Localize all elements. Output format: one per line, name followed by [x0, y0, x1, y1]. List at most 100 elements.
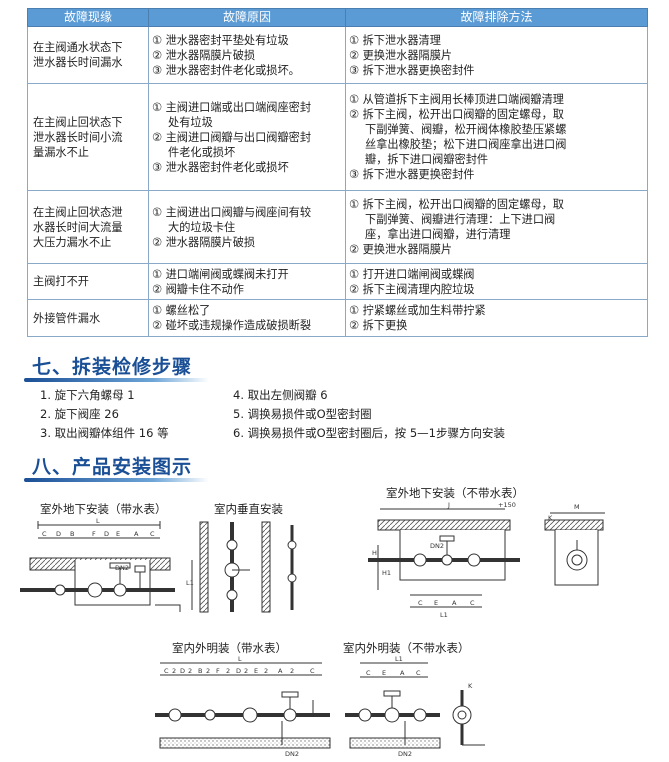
dim-dn2: DN2: [398, 750, 412, 758]
dim-row: D: [236, 667, 241, 675]
dim-b: B: [70, 530, 74, 538]
dim-h1: H1: [382, 569, 391, 577]
diagram-caption-outdoor-no-meter: 室外地下安装（不带水表）: [386, 486, 524, 500]
symptom-cell: 在主阀通水状态下 泄水器长时间漏水: [27, 26, 149, 84]
cause-text: ② 碰坏或违规操作造成破损断裂: [152, 319, 312, 332]
dim-k: K: [548, 514, 553, 522]
step-item: 4. 取出左侧阀瓣 6: [233, 388, 328, 402]
header-symptom: 故障现缘: [27, 8, 149, 27]
diagram-exposed-meter-labels: L C 2 D 2 B 2 F 2 D 2 E 2 A 2 C DN2: [164, 655, 315, 758]
dim-a: A: [452, 599, 457, 607]
table-row: 在主阀通水状态下 泄水器长时间漏水 ① 泄水器密封平垫处有垃圾 ② 泄水器隔膜片…: [27, 26, 648, 84]
diagram-exposed-no-meter-labels: L1 C E A C DN2 K: [366, 655, 473, 758]
dim-e: E: [116, 530, 120, 538]
symptom-cell: 外接管件漏水: [27, 299, 149, 337]
fix-text: ② 更换泄水器隔膜片: [349, 48, 453, 62]
fix-text: ② 拆下主阀，松开出口阀瓣的固定螺母，取: [349, 108, 564, 121]
dim-l1: L1: [440, 611, 448, 619]
table-row: 主阀打不开 ① 进口端闸阀或蝶阀未打开 ② 阀瓣卡住不动作 ① 打开进口端闸阀或…: [27, 263, 648, 300]
dim-row: 2: [172, 667, 176, 675]
dim-c2: C: [150, 530, 155, 538]
dim-l: L: [238, 655, 242, 663]
dim-row: 2: [226, 667, 230, 675]
fix-cell: ① 打开进口端闸阀或蝶阀 ② 拆下主阀清理内腔垃圾: [345, 263, 648, 300]
section7-underline: [24, 378, 209, 382]
diagram-caption-indoor-vertical: 室内垂直安装: [214, 502, 283, 516]
cause-text: ② 泄水器隔膜片破损: [152, 235, 256, 249]
symptom-text: 大压力漏水不止: [33, 235, 112, 249]
dim-c2: C: [470, 599, 475, 607]
dim-k: K: [468, 682, 473, 690]
step-item: 6. 调换易损件或O型密封圈后，按 5—1步骤方向安装: [233, 426, 505, 440]
fix-text: ② 拆下主阀清理内腔垃圾: [349, 282, 475, 296]
fix-text: ③ 拆下泄水器更换密封件: [349, 168, 475, 181]
dim-l: L: [96, 517, 100, 525]
step-item: 3. 取出阀瓣体组件 16 等: [40, 426, 169, 440]
diagram-indoor-vertical-labels: L1: [186, 579, 194, 587]
cause-text: ③ 泄水器密封件老化或损坏。: [152, 63, 300, 77]
symptom-text: 在主阀止回状态下: [33, 115, 123, 129]
cause-text: ② 阀瓣卡住不动作: [152, 282, 244, 296]
fix-text: ① 打开进口端闸阀或蝶阀: [349, 267, 475, 281]
symptom-text: 泄水器长时间小流: [33, 130, 123, 144]
fix-cell: ① 拆下泄水器清理 ② 更换泄水器隔膜片 ③ 拆下泄水器更换密封件: [345, 26, 648, 84]
dim-row: D: [180, 667, 185, 675]
diagram-outdoor-no-meter-labels: J +150 H H1 DN2 C E A C L1 M K: [372, 501, 580, 619]
dim-dn2: DN2: [285, 750, 299, 758]
dim-row: E: [382, 669, 386, 677]
section8-underline: [24, 478, 209, 482]
symptom-text: 水器长时间大流量: [33, 220, 123, 234]
symptom-cell: 在主阀止回状态泄 水器长时间大流量 大压力漏水不止: [27, 190, 149, 264]
cause-cell: ① 泄水器密封平垫处有垃圾 ② 泄水器隔膜片破损 ③ 泄水器密封件老化或损坏。: [148, 26, 346, 84]
steps-right: 4. 取出左侧阀瓣 6 5. 调换易损件或O型密封圈 6. 调换易损件或O型密封…: [233, 386, 505, 443]
dim-e: E: [434, 599, 438, 607]
dim-row: B: [198, 667, 202, 675]
cause-text: ③ 泄水器密封件老化或损坏: [152, 160, 289, 174]
section8-title: 八、产品安装图示: [32, 455, 193, 478]
symptom-text: 泄水器长时间漏水: [33, 56, 123, 69]
header-cause: 故障原因: [148, 8, 346, 27]
fix-cell: ① 拧紧螺丝或加生料带拧紧 ② 拆下更换: [345, 299, 648, 337]
fault-table-header: 故障现缘 故障原因 故障排除方法: [27, 8, 648, 27]
dim-row: 2: [264, 667, 268, 675]
fix-cell: ① 从管道拆下主阀用长棒顶进口端阀瓣清理 ② 拆下主阀，松开出口阀瓣的固定螺母，…: [345, 83, 648, 191]
diagram-caption-outdoor-meter: 室外地下安装（带水表）: [40, 502, 167, 516]
table-row: 在主阀止回状态下 泄水器长时间小流 量漏水不止 ① 主阀进口端或出口端阀座密封 …: [27, 83, 648, 191]
diagram-outdoor-no-meter: [368, 508, 605, 608]
cause-text: ① 螺丝松了: [152, 304, 211, 317]
dim-j: J: [447, 501, 450, 509]
cause-text: ① 主阀进出口阀瓣与阀座间有较: [152, 205, 312, 219]
step-item: 2. 旋下阀座 26: [40, 407, 119, 421]
fix-text: 下副弹簧、阀瓣进行清理：上下进口阀: [365, 213, 556, 226]
diagram-caption-exposed-meter: 室内外明装（带水表）: [172, 641, 287, 655]
diagram-exposed-meter: [155, 662, 331, 749]
dim-d2: D: [104, 530, 109, 538]
dim-h: H: [372, 549, 377, 557]
symptom-text: 主阀打不开: [33, 275, 89, 288]
diagram-exposed-no-meter: [345, 662, 485, 749]
fix-cell: ① 拆下主阀，松开出口阀瓣的固定螺母，取 下副弹簧、阀瓣进行清理：上下进口阀 座…: [345, 190, 648, 264]
dim-row: 2: [244, 667, 248, 675]
fix-text: ② 拆下更换: [349, 319, 408, 332]
dim-row: 2: [206, 667, 210, 675]
fix-text: ① 从管道拆下主阀用长棒顶进口端阀瓣清理: [349, 93, 564, 106]
dim-m: M: [574, 503, 580, 511]
dim-dn2: DN2: [430, 542, 444, 550]
cause-cell: ① 螺丝松了 ② 碰坏或违规操作造成破损断裂: [148, 299, 346, 337]
dim-row: 2: [188, 667, 192, 675]
fix-text: ③ 拆下泄水器更换密封件: [349, 63, 475, 77]
section7-header: 七、拆装检修步骤: [24, 350, 209, 382]
fix-text: ② 更换泄水器隔膜片: [349, 243, 453, 256]
fix-text: 丝拿出橡胶垫；松下进口阀座拿出进口阀: [365, 138, 567, 151]
dim-row: C: [416, 669, 421, 677]
step-item: 5. 调换易损件或O型密封圈: [233, 407, 372, 421]
dim-c: C: [42, 530, 47, 538]
step-item: 1. 旋下六角螺母 1: [40, 388, 135, 402]
dim-row: C: [310, 667, 315, 675]
fix-text: 瓣，拆下进口阀瓣密封件: [365, 153, 489, 166]
dim-row: 2: [290, 667, 294, 675]
symptom-cell: 在主阀止回状态下 泄水器长时间小流 量漏水不止: [27, 83, 149, 191]
cause-cell: ① 进口端闸阀或蝶阀未打开 ② 阀瓣卡住不动作: [148, 263, 346, 300]
